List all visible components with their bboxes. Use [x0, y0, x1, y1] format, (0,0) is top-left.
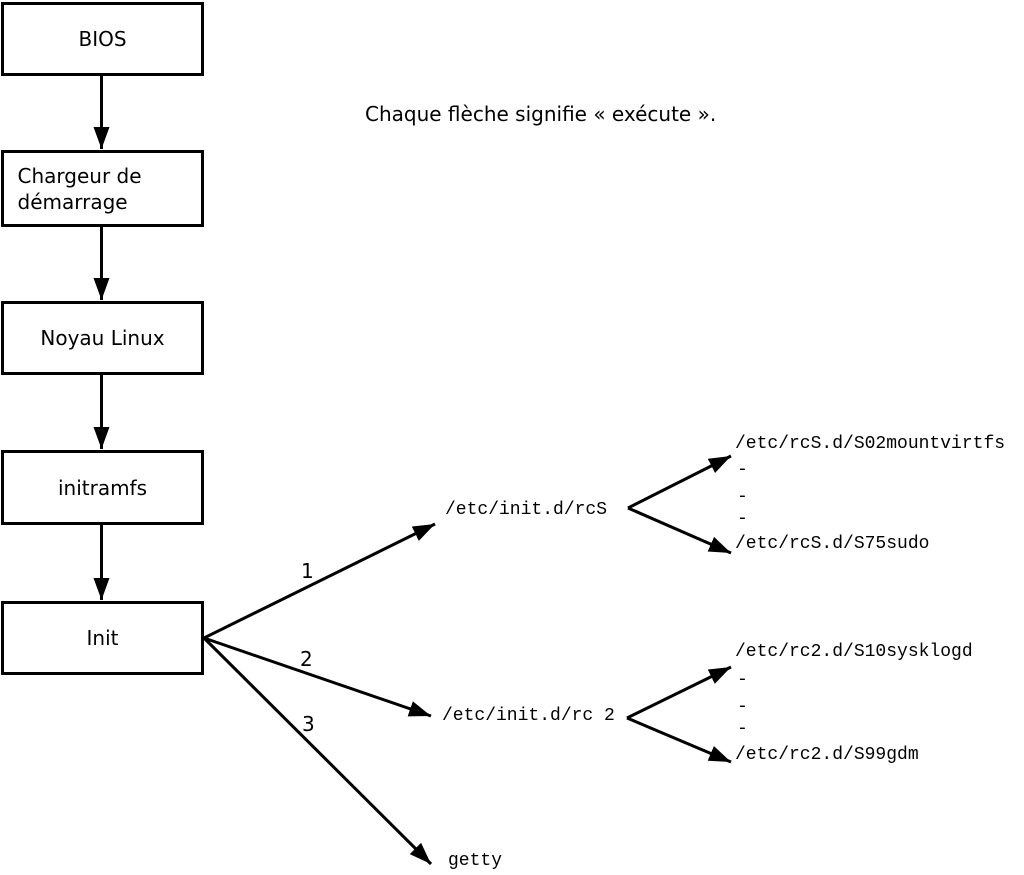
branch-label-2: 2: [300, 647, 313, 671]
box-initramfs-label: initramfs: [57, 475, 148, 500]
arrow-init-to-rcs: [203, 522, 436, 640]
node-rc2-child-s10sysklogd: /etc/rc2.d/S10sysklogd: [735, 642, 973, 662]
arrow-init-to-rc2: [203, 636, 432, 718]
caption: Chaque flèche signifie « exécute ».: [365, 102, 717, 126]
node-rc2-ellipsis-dash: -: [737, 670, 748, 690]
box-init: Init: [1, 601, 204, 675]
node-rc2-ellipsis-dash: -: [737, 697, 748, 717]
arrow-rcs-to-s02mountvirtfs: [627, 454, 732, 510]
box-init-label: Init: [86, 626, 119, 650]
box-bios: BIOS: [1, 2, 204, 76]
arrow-rc2-to-s10sysklogd: [626, 665, 732, 720]
box-bootloader: Chargeur de démarrage: [1, 150, 204, 227]
box-initramfs: initramfs: [1, 450, 204, 525]
branch-label-1: 1: [301, 559, 314, 583]
node-rcs-script: /etc/init.d/rcS: [445, 500, 608, 520]
node-rcs-ellipsis-dash: -: [737, 460, 748, 480]
arrow-rc2-to-s99gdm: [626, 716, 732, 764]
arrow-init-to-getty: [202, 636, 433, 866]
node-rcs-child-s75sudo: /etc/rcS.d/S75sudo: [735, 534, 930, 554]
node-rc2-ellipsis-dash: -: [737, 719, 748, 739]
node-rc2-child-s99gdm: /etc/rc2.d/S99gdm: [735, 745, 919, 765]
node-getty: getty: [448, 851, 503, 871]
node-rcs-child-s02mountvirtfs: /etc/rcS.d/S02mountvirtfs: [735, 434, 1006, 454]
box-kernel-label: Noyau Linux: [40, 326, 165, 350]
box-bootloader-label: Chargeur de démarrage: [17, 163, 142, 214]
arrow-rcs-to-s75sudo: [627, 506, 732, 555]
node-rc2-script: /etc/init.d/rc 2: [442, 706, 615, 726]
box-kernel: Noyau Linux: [1, 301, 204, 375]
node-rcs-ellipsis-dash: -: [737, 487, 748, 507]
node-rcs-ellipsis-dash: -: [737, 509, 748, 529]
branch-label-3: 3: [302, 712, 315, 736]
box-bios-label: BIOS: [78, 27, 127, 51]
